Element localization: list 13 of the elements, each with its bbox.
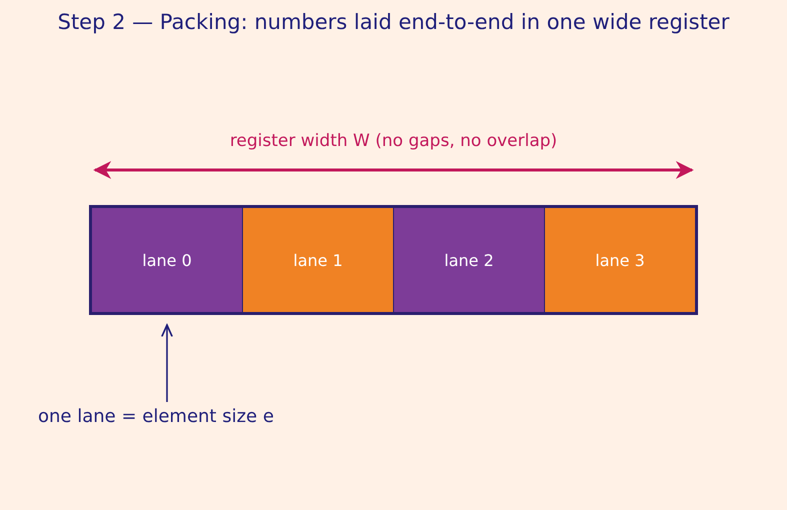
lane-label: lane 2 bbox=[444, 250, 494, 270]
lane-cell bbox=[242, 208, 393, 312]
register-box bbox=[89, 205, 698, 315]
lane-cell bbox=[544, 208, 695, 312]
lane-label: lane 0 bbox=[142, 250, 192, 270]
leader-arrow bbox=[161, 324, 173, 402]
lane-label: lane 3 bbox=[595, 250, 645, 270]
annotation-text: one lane = element size e bbox=[38, 406, 274, 427]
lane-cell bbox=[393, 208, 544, 312]
lane-cell bbox=[92, 208, 242, 312]
lane-label: lane 1 bbox=[293, 250, 343, 270]
title: Step 2 — Packing: numbers laid end-to-end in one wide register bbox=[56, 10, 730, 34]
dimension-label: register width W (no gaps, no overlap) bbox=[228, 131, 558, 151]
